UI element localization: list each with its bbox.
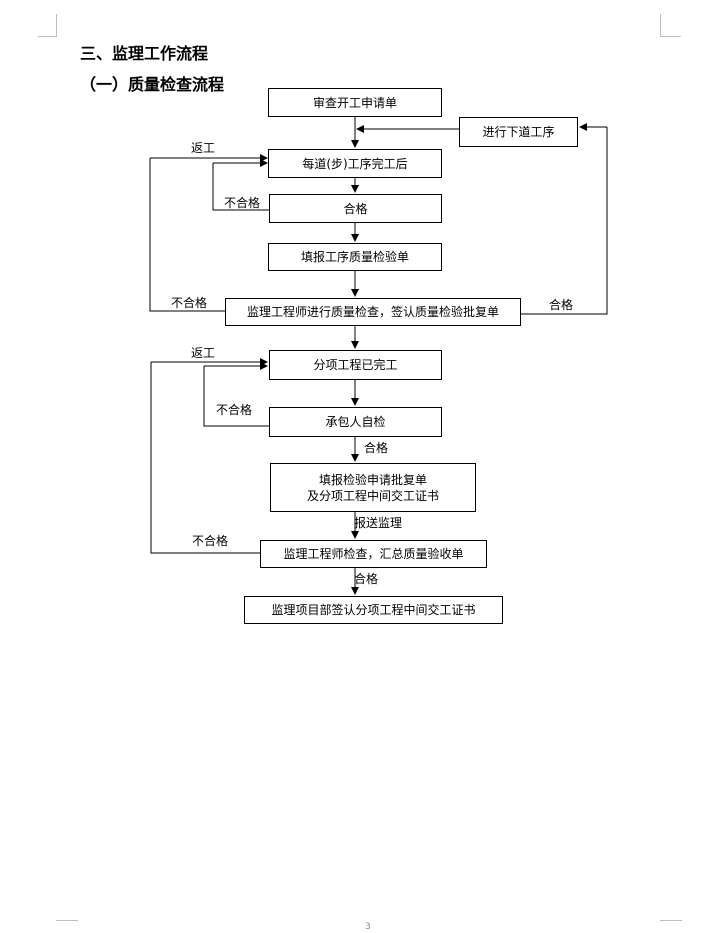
box-engineer-quality-check-text: 监理工程师进行质量检查，签认质量检验批复单	[246, 305, 499, 319]
corner-mark-top-left	[38, 14, 57, 37]
loop-fail-qualified	[212, 163, 269, 211]
box-engineer-quality-check: 监理工程师进行质量检查，签认质量检验批复单	[225, 298, 521, 326]
box-engineer-summary: 监理工程师检查，汇总质量验收单	[260, 540, 487, 568]
box-engineer-summary-text: 监理工程师检查，汇总质量验收单	[283, 547, 464, 561]
box-qualified-step-text: 合格	[343, 201, 368, 216]
box-fill-quality-form: 填报工序质量检验单	[268, 243, 442, 271]
page-number: 3	[365, 922, 371, 932]
box-each-process-done: 每道(步)工序完工后	[268, 149, 442, 178]
label-pass-3: 合格	[354, 572, 379, 586]
loop-fail-check	[149, 158, 225, 312]
box-contractor-self-check: 承包人自检	[269, 407, 442, 437]
box-qualified-step: 合格	[269, 194, 442, 223]
corner-mark-top-right	[660, 14, 681, 37]
label-pass-2: 合格	[364, 441, 389, 455]
box-sign-certificate-text: 监理项目部签认分项工程中间交工证书	[271, 603, 476, 617]
box-next-process-text: 进行下道工序	[482, 125, 555, 139]
label-rework-1: 返工	[191, 141, 216, 155]
box-fill-application-line1: 填报检验申请批复单	[318, 472, 427, 487]
box-sign-certificate: 监理项目部签认分项工程中间交工证书	[244, 596, 503, 624]
label-fail-3: 不合格	[216, 403, 253, 417]
box-fill-quality-form-text: 填报工序质量检验单	[300, 250, 409, 264]
label-rework-2: 返工	[191, 346, 216, 360]
box-review-start-application-text: 审查开工申请单	[312, 95, 397, 110]
corner-mark-bottom-left	[56, 920, 78, 931]
box-subitem-done-text: 分项工程已完工	[313, 358, 398, 372]
label-fail-4: 不合格	[192, 534, 229, 548]
label-fail-2: 不合格	[171, 296, 208, 310]
box-each-process-done-text: 每道(步)工序完工后	[302, 156, 408, 171]
box-contractor-self-check-text: 承包人自检	[325, 415, 386, 429]
section-heading: 三、监理工作流程	[80, 44, 209, 63]
label-submit: 报送监理	[354, 516, 403, 530]
loop-fail-summary	[150, 362, 260, 554]
subsection-heading: （一）质量检查流程	[80, 75, 225, 94]
box-subitem-done: 分项工程已完工	[269, 350, 442, 380]
label-fail-1: 不合格	[224, 196, 261, 210]
loop-pass-check	[521, 127, 608, 315]
label-pass-1: 合格	[549, 298, 574, 312]
loop-fail-self	[203, 366, 269, 427]
corner-mark-bottom-right	[660, 920, 682, 931]
box-next-process: 进行下道工序	[459, 117, 578, 147]
box-fill-application-line2: 及分项工程中间交工证书	[306, 488, 439, 503]
box-fill-application: 填报检验申请批复单 及分项工程中间交工证书	[270, 463, 476, 512]
box-review-start-application: 审查开工申请单	[268, 88, 442, 117]
